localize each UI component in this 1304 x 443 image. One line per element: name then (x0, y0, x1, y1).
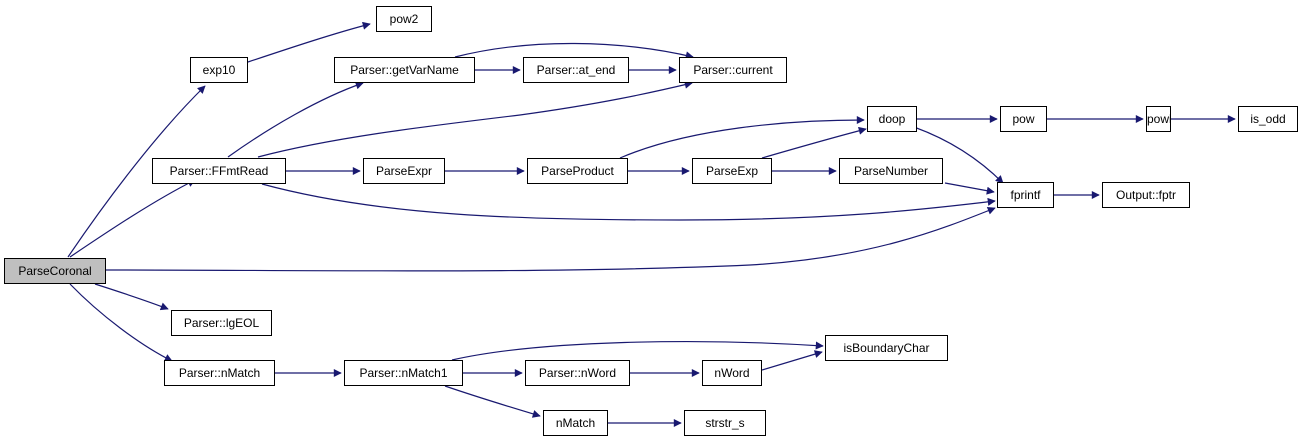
edge-parsecoronal-lgeol (94, 283, 169, 311)
edge-ffmtread-fprintf (261, 183, 996, 221)
edge-ffmtread-current (257, 80, 693, 158)
node-nmatch[interactable]: nMatch (543, 410, 608, 436)
edge-parseexp-doop (761, 126, 867, 159)
edge-parseproduct-doop (619, 116, 865, 159)
node-output-fptr[interactable]: Output::fptr (1102, 182, 1190, 208)
edge-doop-fprintf (913, 126, 1004, 184)
node-parser-nmatch[interactable]: Parser::nMatch (164, 360, 275, 386)
edge-parsecoronal-ffmtread (69, 179, 196, 258)
edge-parsecoronal-nmatch-parser (69, 283, 173, 362)
node-parser-ffmtread[interactable]: Parser::FFmtRead (152, 158, 286, 184)
edge-nword-isboundarychar (761, 350, 823, 371)
edge-parsenumber-fprintf (944, 182, 995, 195)
node-parser-lgeol[interactable]: Parser::lgEOL (171, 310, 272, 336)
node-is-odd[interactable]: is_odd (1238, 106, 1298, 132)
node-strstr-s[interactable]: strstr_s (684, 410, 766, 436)
node-parseexp[interactable]: ParseExp (692, 158, 772, 184)
node-parseexpr[interactable]: ParseExpr (363, 158, 445, 184)
node-isboundarychar[interactable]: isBoundaryChar (825, 335, 948, 361)
edge-nmatch1-nmatch (444, 385, 541, 418)
edge-parsecoronal-fprintf (105, 206, 996, 272)
node-parseproduct[interactable]: ParseProduct (527, 158, 628, 184)
node-parser-nword[interactable]: Parser::nWord (525, 360, 630, 386)
node-nword[interactable]: nWord (702, 360, 762, 386)
node-parser-nmatch1[interactable]: Parser::nMatch1 (344, 360, 463, 386)
node-parser-current[interactable]: Parser::current (679, 57, 787, 83)
node-doop[interactable]: doop (867, 106, 917, 132)
node-parser-getvarname[interactable]: Parser::getVarName (334, 57, 475, 83)
node-pow[interactable]: pow (1000, 106, 1047, 132)
edge-nmatch1-isboundarychar (451, 341, 824, 361)
node-fprintf[interactable]: fprintf (997, 182, 1054, 208)
node-parser-at-end[interactable]: Parser::at_end (523, 57, 629, 83)
edge-ffmtread-getvarname (227, 81, 364, 158)
node-parsenumber[interactable]: ParseNumber (839, 158, 943, 184)
node-powi[interactable]: powi (1146, 106, 1172, 132)
edge-getvarname-current (454, 42, 694, 60)
edge-exp10-pow2 (247, 21, 371, 63)
edge-parsecoronal-exp10 (67, 85, 206, 258)
node-pow2[interactable]: pow2 (376, 6, 432, 32)
node-exp10[interactable]: exp10 (190, 57, 248, 83)
node-parsecoronal[interactable]: ParseCoronal (4, 258, 106, 284)
